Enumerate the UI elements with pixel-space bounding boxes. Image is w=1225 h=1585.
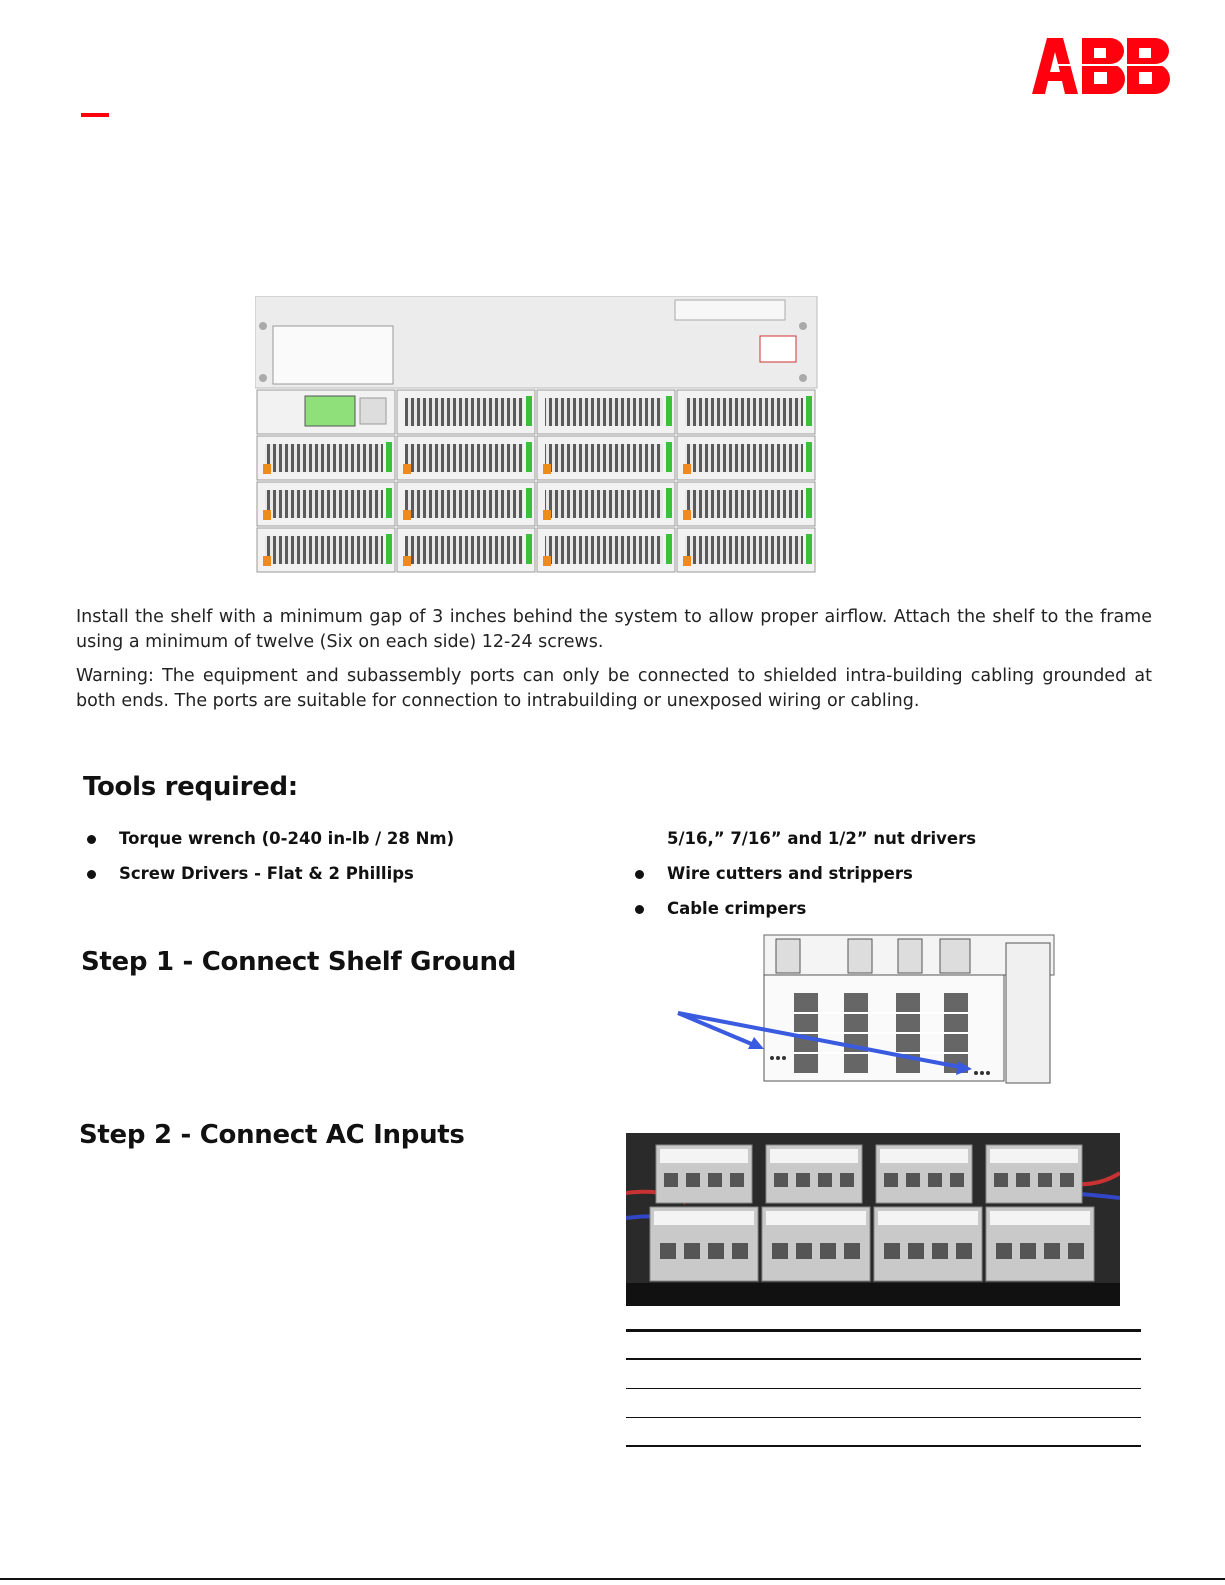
- table-rule-top: [626, 1329, 1141, 1332]
- bullet-icon: [87, 870, 96, 879]
- power-shelf-photo: [255, 296, 818, 573]
- warning-text: : The equipment and subassembly ports ca…: [76, 666, 1152, 711]
- warning-paragraph: Warning: The equipment and subassembly p…: [76, 664, 1152, 714]
- abb-logo-icon: [1032, 38, 1172, 94]
- ac-terminal-block-photo: [626, 1133, 1120, 1306]
- step-1-heading: Step 1 - Connect Shelf Ground: [81, 947, 517, 977]
- tool-item: Wire cutters and strippers: [635, 864, 913, 883]
- warning-label: Warning: [76, 666, 148, 686]
- step-2-heading: Step 2 - Connect AC Inputs: [79, 1120, 465, 1150]
- table-rule: [626, 1417, 1141, 1418]
- bullet-icon: [635, 905, 644, 914]
- tool-item: Cable crimpers: [635, 899, 806, 918]
- table-rule-bottom: [626, 1445, 1141, 1447]
- table-rule: [626, 1388, 1141, 1389]
- tool-item: Torque wrench (0-240 in-lb / 28 Nm): [87, 829, 454, 848]
- install-paragraph: Install the shelf with a minimum gap of …: [76, 607, 1152, 652]
- table-rule: [626, 1358, 1141, 1360]
- tool-item: Screw Drivers - Flat & 2 Phillips: [87, 864, 414, 883]
- page-bottom-rule: [0, 1578, 1225, 1580]
- tools-heading: Tools required:: [83, 772, 298, 802]
- accent-bar: [81, 113, 109, 117]
- ground-diagram: [677, 934, 1055, 1084]
- bullet-icon: [635, 870, 644, 879]
- bullet-icon: [87, 835, 96, 844]
- tool-item: 5/16,” 7/16” and 1/2” nut drivers: [667, 829, 977, 848]
